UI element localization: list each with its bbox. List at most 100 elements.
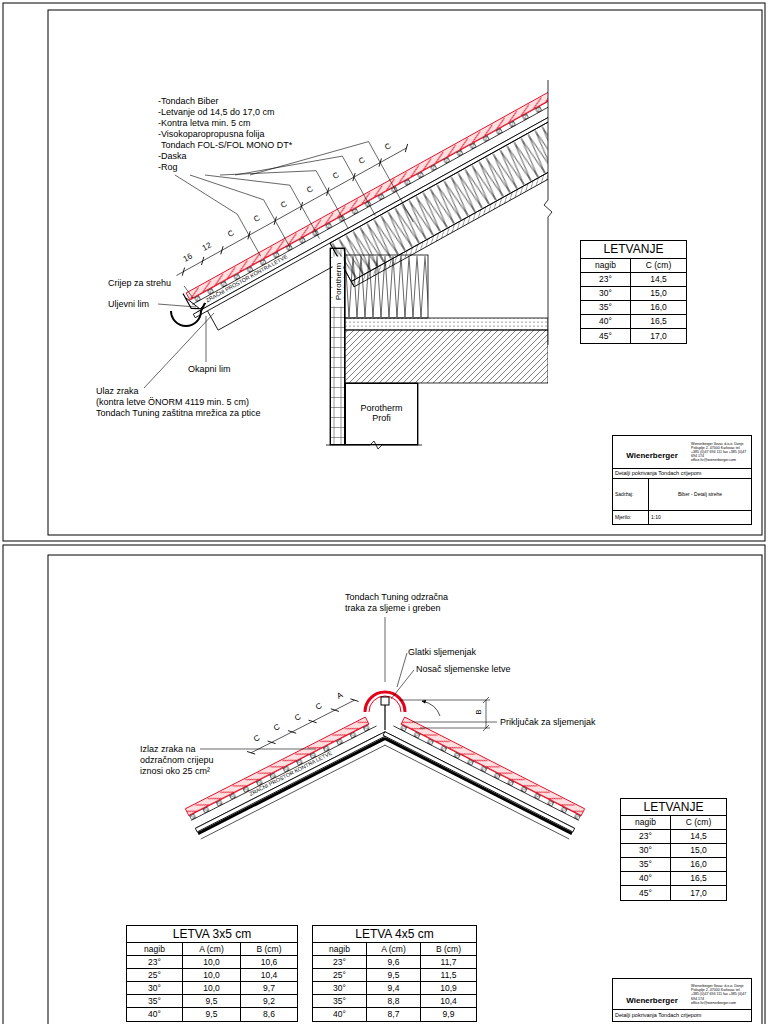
dimension-label: C	[273, 723, 282, 733]
sheet-frame	[3, 545, 765, 1024]
table-cell: 45°	[581, 329, 631, 343]
dimension-chain	[247, 696, 358, 757]
eaves-flashing	[186, 298, 206, 309]
layer-callout: -Letvanje od 14,5 do 17,0 cm	[158, 107, 275, 118]
wall-block: Porotherm Profi	[345, 383, 418, 445]
table-cell: 30°	[313, 982, 367, 995]
layer-callout: -Kontra letva min. 5 cm	[158, 118, 251, 129]
table-cell: 23°	[127, 956, 183, 969]
wall-insulation	[345, 255, 428, 318]
table-box: LETVANJEnagibC (cm)23°14,530°15,035°16,0…	[620, 798, 727, 901]
table-cell: 9,9	[421, 1008, 476, 1021]
table-cell: 23°	[621, 830, 671, 844]
drip-edge	[183, 290, 199, 312]
ceiling-slab	[345, 330, 548, 383]
table-cell: C (cm)	[671, 816, 726, 830]
table-box: LETVA 4x5 cmnagibA (cm)B (cm)23°9,611,72…	[312, 925, 477, 1022]
table-cell: 10,0	[183, 969, 241, 982]
table-cell: 10,6	[241, 956, 297, 969]
ridge-batten	[381, 697, 389, 705]
table-cell: 17,0	[671, 886, 726, 900]
table-cell: nagib	[127, 943, 183, 956]
table-cell: 30°	[581, 287, 631, 301]
table-cell: 9,2	[241, 995, 297, 1008]
table-cell: 11,7	[421, 956, 476, 969]
table-cell: 40°	[313, 1008, 367, 1021]
part-callout: Glatki sljemenjak	[408, 647, 476, 658]
table-cell: 23°	[581, 273, 631, 287]
table-cell: 10,4	[241, 969, 297, 982]
dimension-label: C	[252, 734, 261, 744]
part-callout: Tondach Tuning odzračna traka za sljeme …	[345, 592, 463, 614]
table-cell: 40°	[581, 315, 631, 329]
title-block-text: Mjerilo:	[613, 511, 649, 524]
title-block-text: Wienerberger Ilovac d.o.o. Donje Pokuplj…	[689, 981, 749, 1008]
dimension-line	[251, 700, 354, 753]
table-cell: 10,9	[421, 982, 476, 995]
title-block-text: Detalji pokrivanja Tondach crijepom	[613, 1009, 751, 1021]
table-cell: C (cm)	[631, 259, 686, 273]
table-cell: nagib	[621, 816, 671, 830]
table-cell: B (cm)	[241, 943, 297, 956]
table-cell: 9,5	[183, 995, 241, 1008]
table-cell: LETVANJE	[621, 799, 726, 816]
table-cell: 15,0	[671, 844, 726, 858]
table-cell: 10,4	[421, 995, 476, 1008]
part-callout: Nosač sljemenske letve	[416, 664, 511, 675]
part-callout: Uljevni lim	[108, 299, 149, 310]
batten-holder	[384, 705, 385, 730]
dimension-label: C	[253, 214, 262, 224]
table-cell: 23°	[313, 956, 367, 969]
air-flow-arrow	[422, 701, 440, 716]
dimension-line	[400, 697, 490, 731]
part-callout: Priključak za sljemenjak	[500, 717, 596, 728]
table-cell: 35°	[127, 995, 183, 1008]
break-line	[544, 80, 552, 345]
table-cell: 40°	[621, 872, 671, 886]
table-cell: 10,0	[183, 956, 241, 969]
table-cell: 14,5	[671, 830, 726, 844]
table-cell: 9,6	[367, 956, 421, 969]
table-cell: 8,8	[367, 995, 421, 1008]
layer-callout: -Visokoparopropusna folija	[158, 129, 264, 140]
table-cell: LETVANJE	[581, 241, 686, 259]
title-block-text: Detalji pokrivanja Tondach crijepom	[613, 468, 751, 479]
part-callout: Okapni lim	[188, 364, 231, 375]
title-block: WienerbergerWienerberger Ilovac d.o.o. D…	[612, 978, 752, 1022]
part-callout: (kontra letve ÖNORM 4119 min. 5 cm)	[96, 397, 249, 408]
table-cell: LETVA 4x5 cm	[313, 926, 476, 943]
board	[193, 109, 548, 318]
layer-callout: -Tondach Biber	[158, 96, 219, 107]
table-cell: 25°	[127, 969, 183, 982]
brick-wall	[345, 383, 418, 445]
title-block: WienerbergerWienerberger Ilovac d.o.o. D…	[612, 435, 752, 525]
wall-label: Porotherm Profi	[349, 400, 414, 426]
title-block-text: Biber - Detalj strehe	[649, 479, 751, 511]
table-cell: 14,5	[631, 273, 686, 287]
wall-label: Porotherm	[332, 256, 343, 306]
table-cell: 35°	[621, 858, 671, 872]
table-box: LETVA 3x5 cmnagibA (cm)B (cm)23°10,010,6…	[126, 925, 298, 1022]
table-cell: 11,5	[421, 969, 476, 982]
roof-slope	[379, 712, 584, 839]
dimension-label: C	[305, 185, 314, 195]
table-cell: 45°	[621, 886, 671, 900]
part-callout: Tondach Tuning zaštitna mrežica za ptice	[96, 408, 261, 419]
title-block-text: Wienerberger	[617, 450, 687, 462]
sheet-frame	[48, 10, 762, 535]
table-cell: 9,4	[367, 982, 421, 995]
title-block-text: Wienerberger Ilovac d.o.o. Donje Pokuplj…	[689, 438, 749, 466]
table-cell: 15,0	[631, 287, 686, 301]
table-cell: 16,0	[631, 301, 686, 315]
dimension-label: C	[315, 702, 324, 712]
table-cell: 9,7	[241, 982, 297, 995]
table-cell: nagib	[581, 259, 631, 273]
leader-line	[175, 142, 413, 257]
dimension-label: B	[475, 709, 483, 714]
table-cell: 9,5	[183, 1008, 241, 1021]
table-cell: 30°	[127, 982, 183, 995]
dimension-label: A	[336, 691, 344, 701]
table-cell: 35°	[313, 995, 367, 1008]
title-block-text: Wienerberger	[617, 995, 687, 1006]
wall-block: Porotherm	[330, 248, 345, 445]
